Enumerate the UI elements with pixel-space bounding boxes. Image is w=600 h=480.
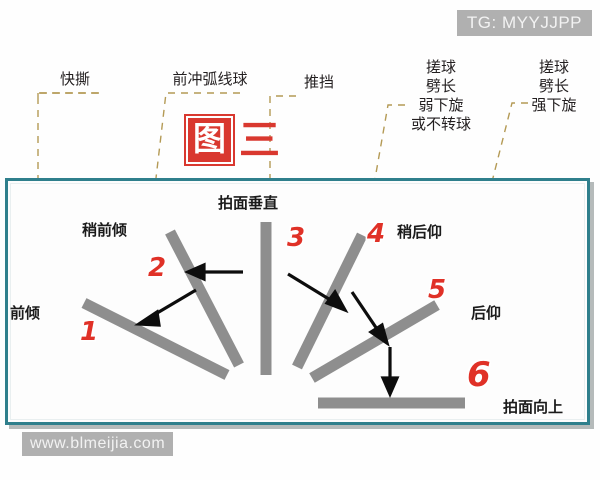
top-label-line: 或不转球 [410, 115, 471, 133]
paddle-bar-5 [309, 300, 440, 383]
watermark-website-text: www.blmeijia.com [30, 435, 166, 452]
paddle-number-4: 4 [367, 221, 385, 247]
watermark-telegram: TG: MYYJJPP [456, 10, 592, 36]
watermark-telegram-text: TG: MYYJJPP [466, 13, 582, 32]
paddle-label-4-text: 稍后仰 [397, 223, 443, 241]
top-label-qianchong: 前冲弧线球 [150, 70, 270, 89]
top-label-text: 前冲弧线球 [172, 70, 248, 88]
watermark-website: www.blmeijia.com [22, 432, 174, 456]
paddle-label-5-text: 后仰 [471, 304, 502, 322]
paddle-label-6: 拍面向上 [503, 396, 563, 417]
paddle-label-5: 后仰 [471, 302, 501, 323]
top-label-line: 劈长 [425, 77, 456, 95]
top-label-line: 强下旋 [531, 96, 577, 114]
top-label-line: 劈长 [538, 77, 569, 95]
paddle-number-1-text: 1 [80, 317, 99, 347]
top-label-kuaisi: 快撕 [44, 70, 106, 89]
paddle-label-3-text: 拍面垂直 [218, 194, 279, 212]
paddle-number-6-text: 6 [467, 355, 491, 395]
top-label-cuoqiu-qiang: 搓球 劈长 强下旋 [518, 58, 590, 115]
top-label-text: 快撕 [59, 70, 90, 88]
paddle-label-6-text: 拍面向上 [503, 398, 564, 416]
paddle-label-1-text: 前倾 [10, 304, 41, 322]
paddle-bar-2 [165, 229, 244, 368]
figure-title-char: 三 [239, 116, 280, 164]
paddle-label-4: 稍后仰 [397, 221, 442, 242]
paddle-bar-1 [81, 298, 230, 380]
top-label-line: 弱下旋 [418, 96, 464, 114]
figure-title-boxed-char: 图 [186, 116, 233, 164]
paddle-label-2-text: 稍前倾 [82, 221, 128, 239]
top-label-cuoqiu-ruo: 搓球 劈长 弱下旋 或不转球 [398, 58, 484, 134]
figure-title: 图 三 [186, 116, 280, 164]
top-label-tuidang: 推挡 [288, 73, 350, 92]
paddle-number-4-text: 4 [367, 219, 386, 249]
top-label-line: 搓球 [425, 58, 456, 76]
paddle-number-3-text: 3 [287, 223, 306, 253]
paddle-number-2-text: 2 [148, 253, 167, 283]
diagram-frame [5, 178, 590, 425]
paddle-label-2: 稍前倾 [82, 219, 127, 240]
paddle-number-5-text: 5 [428, 275, 447, 305]
paddle-number-2: 2 [148, 255, 166, 281]
paddle-number-1: 1 [80, 319, 98, 345]
paddle-label-1: 前倾 [10, 302, 40, 323]
paddle-number-3: 3 [287, 225, 305, 251]
paddle-number-5: 5 [428, 277, 446, 303]
paddle-number-6: 6 [467, 358, 491, 392]
top-label-line: 搓球 [538, 58, 569, 76]
paddle-label-3: 拍面垂直 [218, 192, 278, 213]
top-label-text: 推挡 [303, 73, 334, 91]
